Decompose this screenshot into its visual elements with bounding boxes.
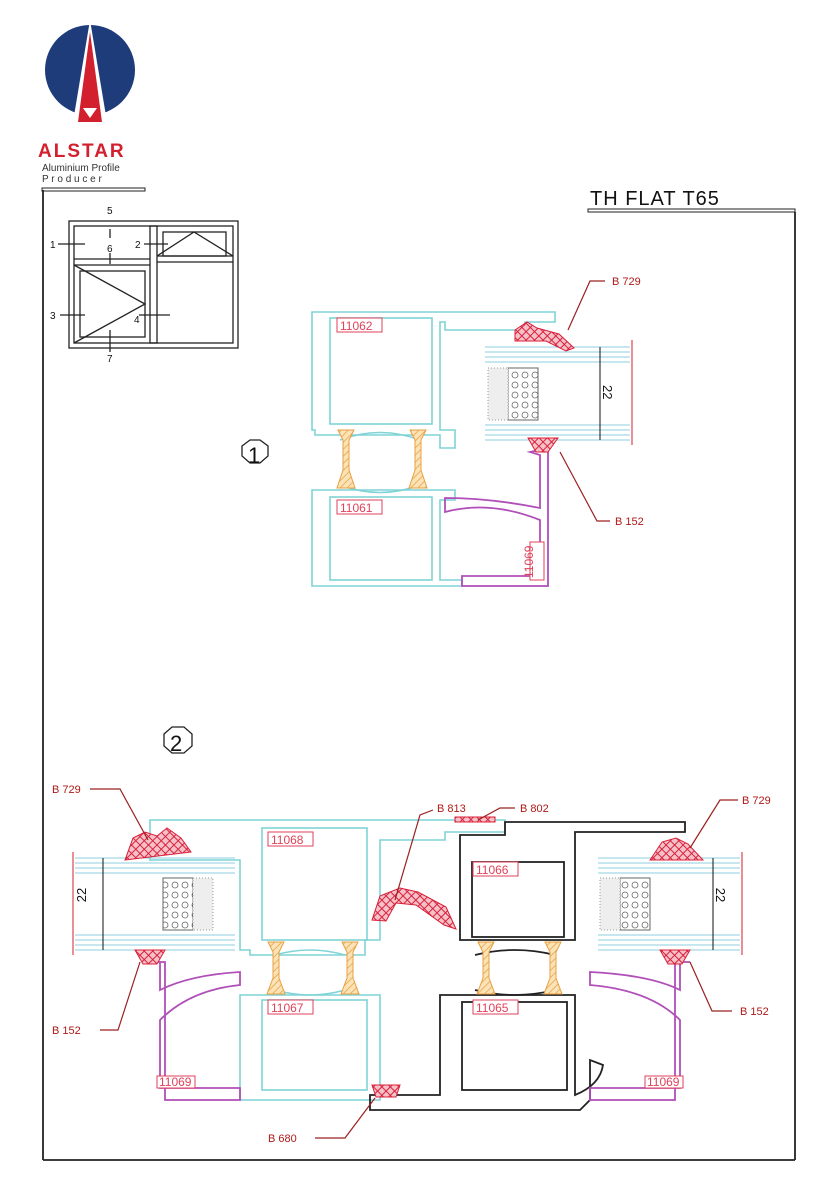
gasket-label: B 813: [437, 803, 466, 815]
gasket-label: B 152: [740, 1006, 769, 1018]
key-label: 2: [135, 240, 141, 251]
brand-tagline-2: P r o d u c e r: [42, 174, 103, 185]
key-label: 5: [107, 206, 113, 217]
gasket-label: B 802: [520, 803, 549, 815]
profile-label: 11068: [271, 833, 304, 847]
brand-name: ALSTAR: [38, 141, 126, 162]
glass-unit-right: 22: [598, 852, 743, 955]
drawing-border: [41, 187, 796, 1161]
glass-unit-left: 22: [72, 852, 235, 955]
gasket-label: B 729: [612, 276, 641, 288]
glass-unit-1: 22: [485, 340, 633, 445]
profile-label: 11069: [159, 1075, 192, 1089]
glass-thickness: 22: [600, 385, 615, 399]
gasket-label: B 729: [742, 795, 771, 807]
glass-thickness-left: 22: [74, 888, 89, 902]
key-label: 1: [50, 240, 56, 251]
profile-label: 11066: [476, 863, 509, 877]
key-label: 6: [107, 244, 113, 255]
gasket-label: B 729: [52, 784, 81, 796]
key-label: 4: [134, 315, 140, 326]
section-number: 2: [170, 731, 182, 756]
profile-label: 11065: [476, 1001, 509, 1015]
key-label: 3: [50, 311, 56, 322]
glass-thickness-right: 22: [713, 888, 728, 902]
brand-tagline: Aluminium Profile: [42, 163, 120, 174]
profile-label: 11069: [522, 545, 536, 578]
gasket-label: B 680: [268, 1133, 297, 1145]
profile-label: 11067: [271, 1001, 304, 1015]
section-number: 1: [248, 443, 260, 468]
gasket-label: B 152: [615, 516, 644, 528]
gasket-label: B 152: [52, 1025, 81, 1037]
profile-label: 11069: [647, 1075, 680, 1089]
drawing-title: TH FLAT T65: [590, 188, 720, 210]
key-labels: 1 2 3 4 5 6 7: [50, 206, 141, 365]
window-key-diagram: [58, 220, 239, 352]
profile-label: 11062: [340, 319, 373, 333]
section-2: 2 22: [52, 726, 771, 1145]
key-label: 7: [107, 354, 113, 365]
alstar-logo: ALSTAR Aluminium Profile P r o d u c e r: [38, 20, 135, 185]
profile-label: 11061: [340, 501, 373, 515]
section-1: 1 22 11062 11061 11069 B 729 B 152: [241, 276, 644, 587]
